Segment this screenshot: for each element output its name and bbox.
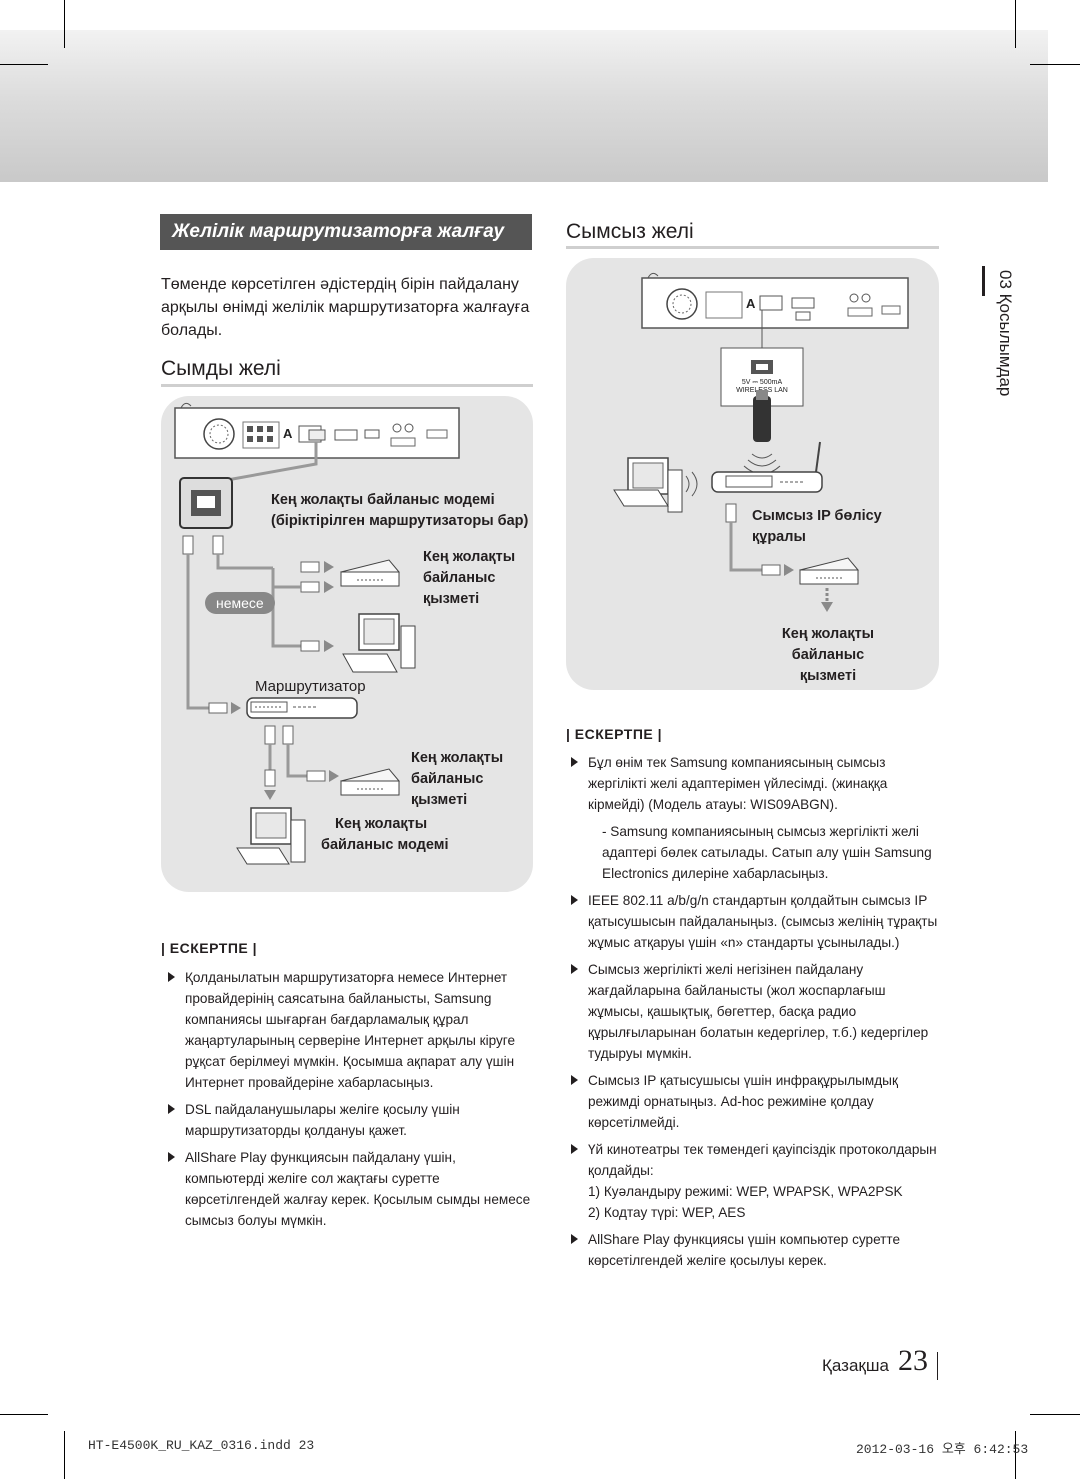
- wireless-router-icon: [711, 441, 823, 493]
- left-notes: Қолданылатын маршрутизаторға немесе Инте…: [165, 967, 535, 1237]
- list-item: Бұл өнім тек Samsung компаниясының сымсы…: [568, 752, 940, 884]
- wireless-adapter-icon: [753, 390, 771, 442]
- wireless-title: Сымсыз желі: [566, 220, 694, 243]
- wired-title-rule: [161, 384, 533, 387]
- page-language: Қазақша: [822, 1356, 889, 1375]
- service-label-2: Кең жолақты байланыс қызметі: [411, 750, 504, 808]
- lan-jack-icon: [179, 477, 233, 529]
- page-number-divider: [937, 1352, 938, 1380]
- wired-diagram-panel: A: [161, 396, 533, 892]
- broadband-service-box-3: [799, 557, 859, 585]
- right-note-heading: | ЕСКЕРТПЕ |: [566, 726, 663, 742]
- or-badge: немесе: [205, 592, 275, 614]
- crop-mark: [0, 1414, 48, 1415]
- list-item: AllShare Play функциясы үшін компьютер с…: [568, 1229, 940, 1271]
- page-number: 23: [898, 1344, 928, 1377]
- side-tab-label: 03 Қосылымдар: [996, 270, 1015, 397]
- broadband-service-box-2: [340, 768, 400, 796]
- wired-title: Сымды желі: [161, 357, 281, 380]
- list-item: Қолданылатын маршрутизаторға немесе Инте…: [165, 967, 535, 1093]
- computer-icon-2: [236, 807, 306, 865]
- crop-mark: [1030, 64, 1080, 65]
- list-subitem: 2) Кодтау түрі: WEP, AES: [588, 1205, 746, 1220]
- list-item: IEEE 802.11 a/b/g/n стандартын қолдайтын…: [568, 890, 940, 953]
- broadband-service-box: [340, 559, 400, 587]
- router-icon: [246, 697, 358, 719]
- crop-mark: [1030, 1414, 1080, 1415]
- crop-mark: [64, 1431, 65, 1479]
- header-band: [0, 30, 1048, 182]
- modem-label-2: Кең жолақты байланыс модемі: [321, 816, 449, 853]
- wireless-service-label: Кең жолақты байланыс қызметі: [781, 626, 875, 684]
- footer-date: 2012-03-16 오후 6:42:53: [856, 1442, 1029, 1457]
- crop-mark: [0, 64, 48, 65]
- usb-port-callout: [720, 347, 804, 407]
- list-subitem: 1) Куәландыру режимі: WEP, WPAPSK, WPA2P…: [588, 1184, 903, 1199]
- list-item: Сымсыз IP қатысушысы үшін инфрақұрылымды…: [568, 1070, 940, 1133]
- intro-text: Төменде көрсетілген әдістердің бірін пай…: [161, 276, 530, 339]
- computer-icon-3: [613, 457, 683, 513]
- modem-label: Кең жолақты байланыс модемі (біріктірілг…: [271, 492, 529, 529]
- crop-mark: [1015, 1431, 1016, 1479]
- wireless-diagram-panel: A 5V ⎓ 500mA WIRELESS LAN: [566, 258, 939, 690]
- side-tab-marker: [982, 266, 985, 296]
- list-item: AllShare Play функциясын пайдалану үшін,…: [165, 1147, 535, 1231]
- list-item: Сымсыз жергілікті желі негізінен пайдала…: [568, 959, 940, 1064]
- section-title: Желілік маршрутизаторға жалғау: [160, 214, 532, 250]
- list-item: DSL пайдаланушылары желіге қосылу үшін м…: [165, 1099, 535, 1141]
- list-subitem: - Samsung компаниясының сымсыз жергілікт…: [602, 824, 932, 881]
- footer-file: HT-E4500K_RU_KAZ_0316.indd 23: [88, 1438, 315, 1453]
- right-notes: Бұл өнім тек Samsung компаниясының сымсы…: [568, 752, 940, 1277]
- svg-text:A: A: [746, 296, 756, 311]
- router-label: Маршрутизатор: [255, 678, 366, 695]
- crop-mark: [64, 0, 65, 48]
- receiver-back-panel-2: A: [641, 272, 909, 329]
- left-note-heading: | ЕСКЕРТПЕ |: [161, 940, 258, 956]
- wired-diagram: A: [174, 402, 460, 865]
- ip-sharer-label: Сымсыз IP бөлісу құралы: [752, 508, 882, 545]
- crop-mark: [1015, 0, 1016, 48]
- wireless-title-rule: [566, 246, 939, 249]
- service-label-1: Кең жолақты байланыс қызметі: [423, 549, 516, 607]
- list-item: Үй кинотеатры тек төмендегі қауіпсіздік …: [568, 1139, 940, 1223]
- port-text-1: 5V ⎓ 500mA: [742, 379, 783, 386]
- wireless-diagram: A 5V ⎓ 500mA WIRELESS LAN: [613, 272, 909, 612]
- computer-icon: [342, 613, 416, 673]
- svg-text:A: A: [283, 426, 293, 441]
